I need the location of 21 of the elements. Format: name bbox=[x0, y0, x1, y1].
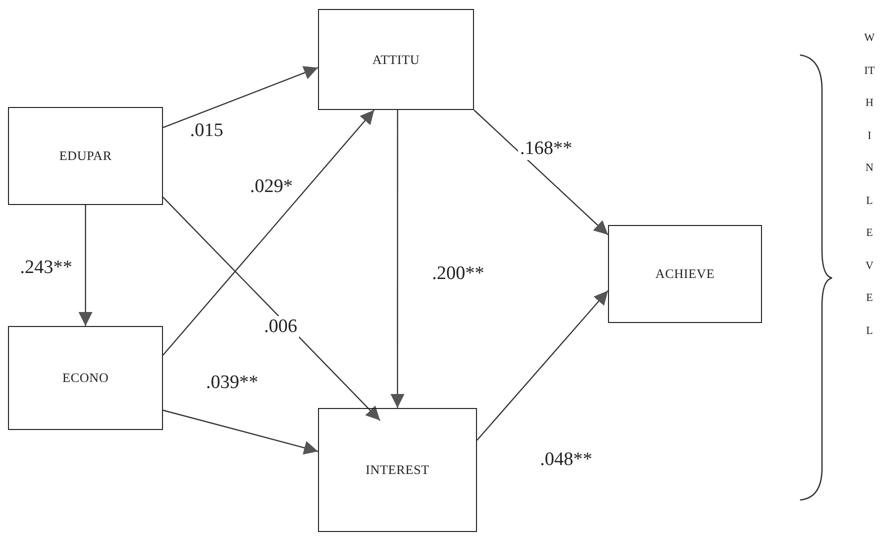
arrow bbox=[162, 110, 375, 356]
arrow bbox=[162, 410, 318, 455]
variable-box bbox=[8, 326, 163, 430]
arrow bbox=[390, 110, 404, 408]
variable-box bbox=[318, 9, 474, 110]
arrow bbox=[78, 205, 92, 326]
variable-name: ACHIEVE bbox=[655, 266, 715, 282]
arrow bbox=[162, 66, 318, 128]
edge-label: .006 bbox=[262, 316, 300, 338]
variable-box bbox=[318, 408, 477, 532]
variable-name: ECONO bbox=[62, 370, 109, 386]
arrow bbox=[474, 110, 608, 236]
variable-name: EDUPAR bbox=[59, 148, 112, 164]
variable-name: INTEREST bbox=[366, 462, 430, 478]
variable-box bbox=[8, 107, 163, 205]
arrow bbox=[162, 196, 380, 421]
variable-name: ATTITU bbox=[372, 52, 420, 68]
arrow bbox=[476, 290, 608, 441]
vertical-label: WITHIN LEVEL bbox=[864, 31, 875, 338]
edge-label: .168** bbox=[518, 138, 574, 160]
variable-box bbox=[608, 225, 762, 323]
